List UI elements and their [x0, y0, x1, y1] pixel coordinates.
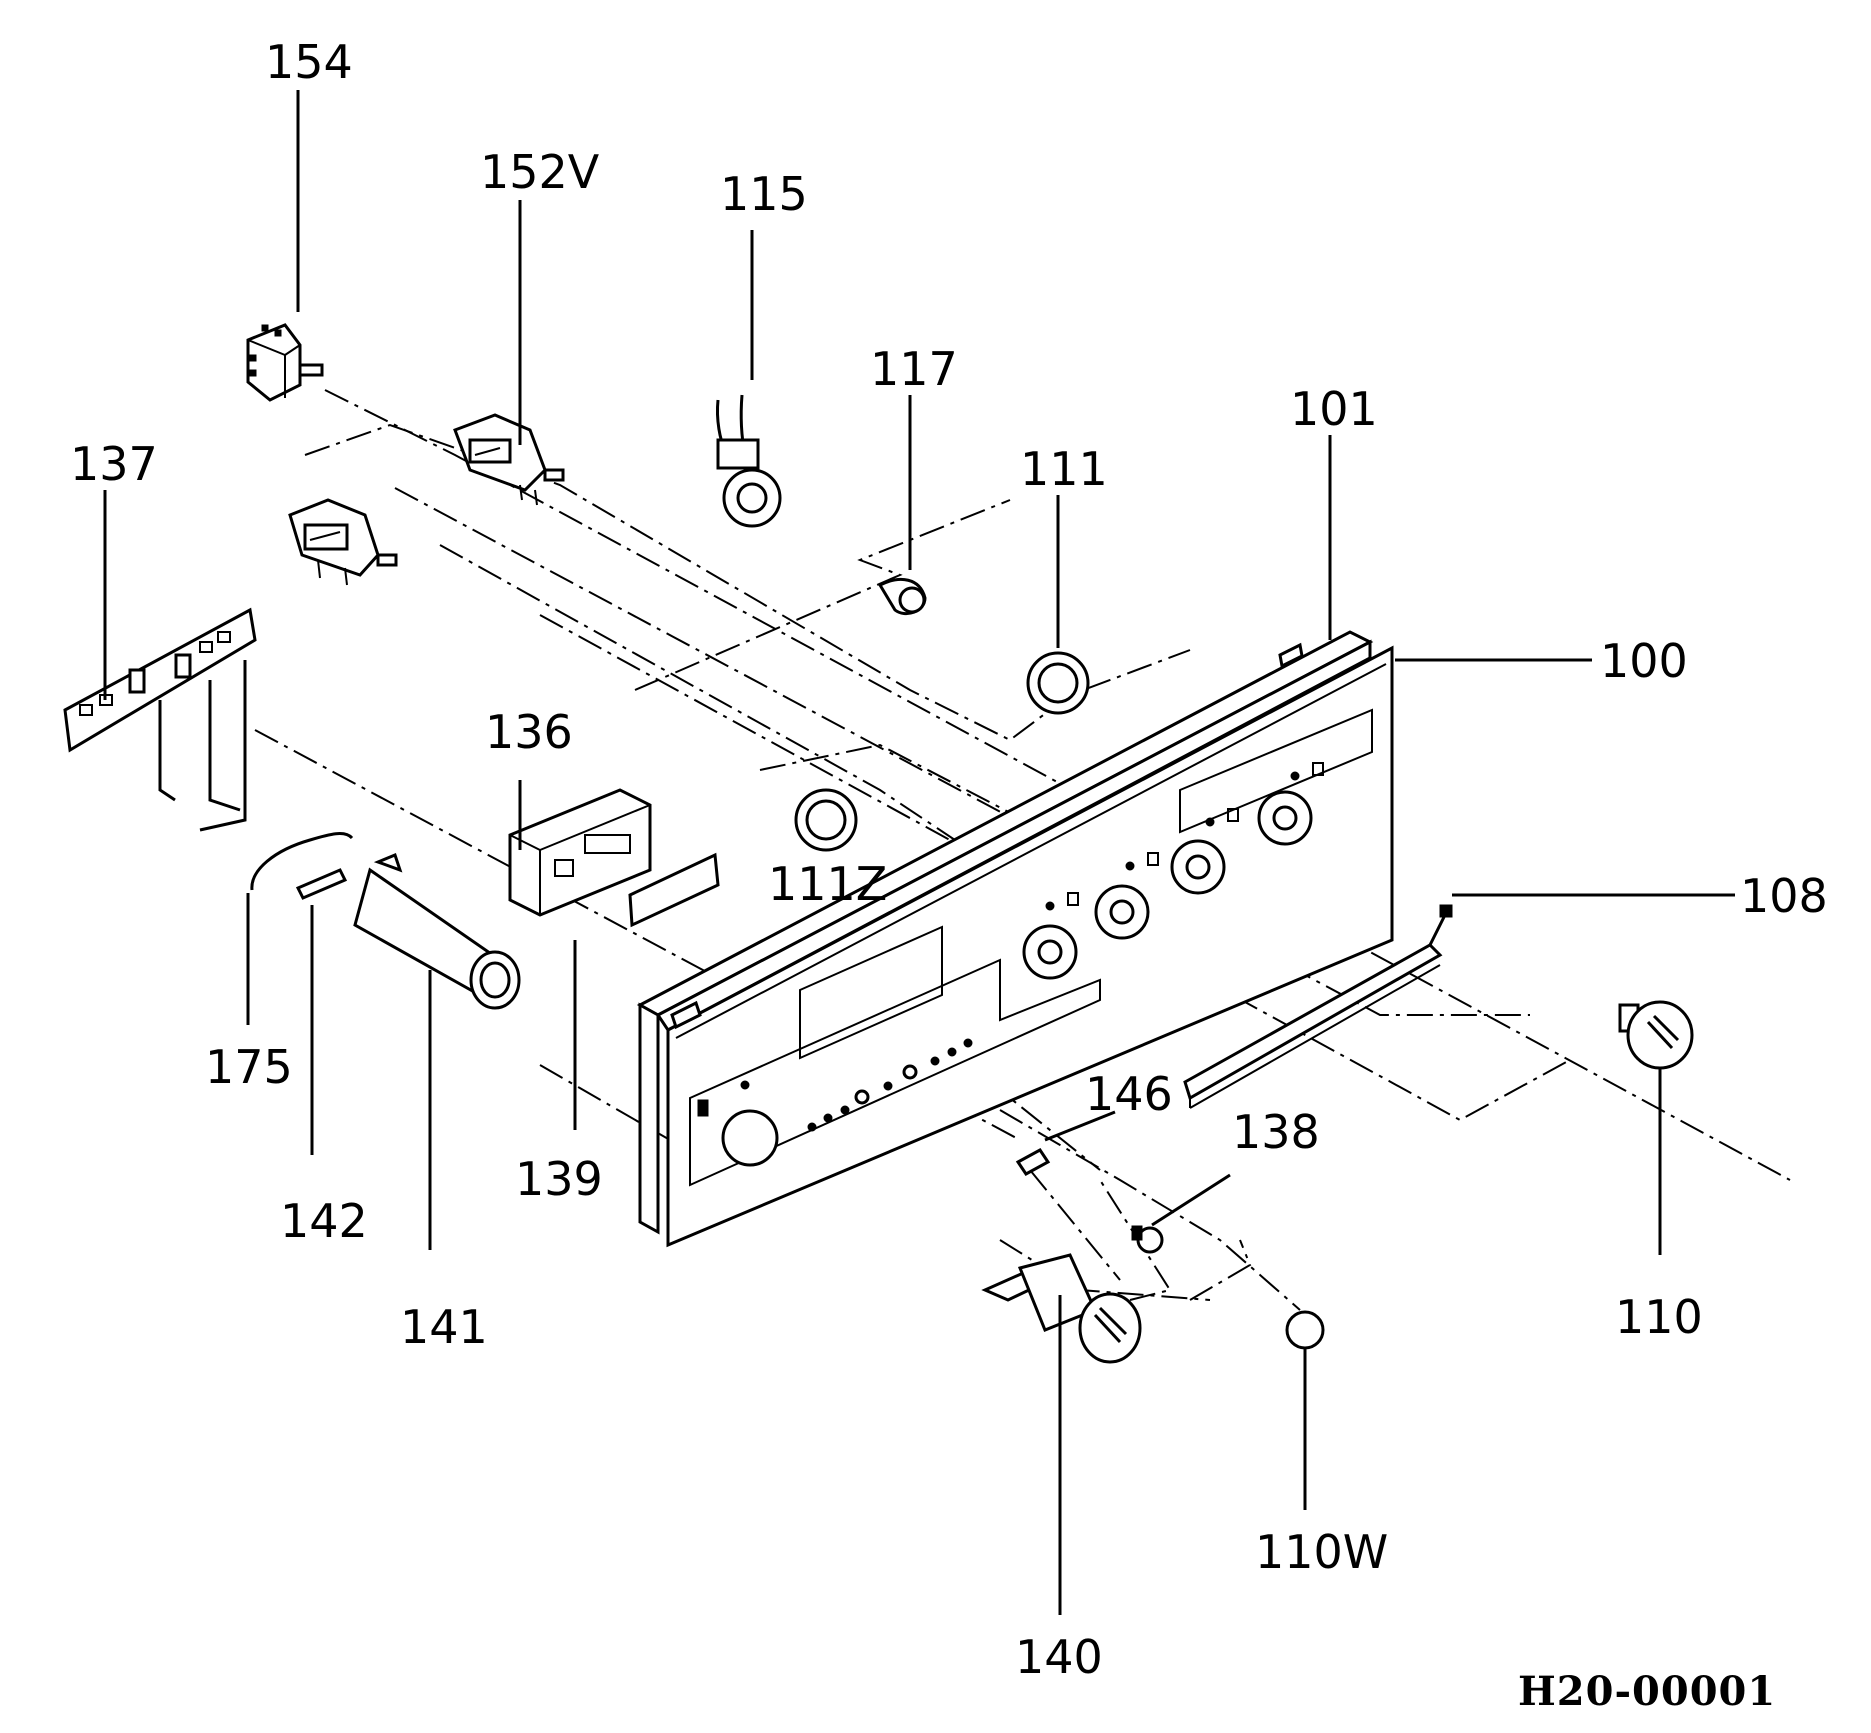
- label-141: 141: [400, 1300, 488, 1354]
- lens-138: [1131, 1225, 1164, 1254]
- panel-switch-holes: [807, 1038, 973, 1132]
- knob-140: [981, 1253, 1142, 1364]
- lamp-146: [1015, 1148, 1051, 1176]
- panel-indicator-marks: [1045, 762, 1324, 911]
- label-111: 111: [1020, 442, 1108, 496]
- pin-142: [295, 868, 348, 900]
- label-175: 175: [205, 1040, 293, 1094]
- label-101: 101: [1290, 382, 1378, 436]
- switch-152v-upper: [453, 413, 565, 506]
- switch-152v-lower: [288, 498, 398, 586]
- lens-110w: [1285, 1310, 1325, 1350]
- trim-strip-108: [1183, 904, 1453, 1109]
- part-labels: 154 152V 115 117 101 111 137 100 136 111…: [70, 35, 1828, 1684]
- label-100: 100: [1600, 634, 1688, 688]
- label-139: 139: [515, 1152, 603, 1206]
- label-146: 146: [1085, 1067, 1173, 1121]
- label-152v: 152V: [480, 145, 600, 199]
- panel-knob-hole-4: [1257, 790, 1313, 846]
- wire-175: [250, 832, 354, 891]
- panel-knob-hole-3: [1170, 839, 1226, 895]
- tube-141: [353, 853, 521, 1010]
- label-108: 108: [1740, 869, 1828, 923]
- control-panel-fascia: [636, 630, 1394, 1248]
- panel-knob-hole-1: [1022, 924, 1078, 980]
- thermostat-115: [716, 394, 782, 528]
- label-110: 110: [1615, 1290, 1703, 1344]
- label-110w: 110W: [1255, 1525, 1388, 1579]
- label-111z: 111Z: [768, 857, 887, 911]
- panel-knob-hole-2: [1094, 884, 1150, 940]
- label-142: 142: [280, 1194, 368, 1248]
- label-115: 115: [720, 167, 808, 221]
- circuit-board-137: [63, 607, 257, 832]
- rotary-switch-154: [246, 323, 324, 402]
- knob-110: [1618, 1000, 1694, 1070]
- label-136: 136: [485, 705, 573, 759]
- timer-136: [508, 788, 652, 917]
- label-138: 138: [1232, 1105, 1320, 1159]
- ring-111: [1026, 651, 1090, 715]
- label-140: 140: [1015, 1630, 1103, 1684]
- drawing-code: H20-00001: [1518, 1668, 1776, 1715]
- ring-111z: [794, 788, 858, 852]
- leader-lines: [103, 90, 1735, 1615]
- label-137: 137: [70, 437, 158, 491]
- bulb-117: [877, 577, 927, 615]
- label-154: 154: [265, 35, 353, 89]
- label-117: 117: [870, 342, 958, 396]
- label-plate-139: [628, 852, 720, 928]
